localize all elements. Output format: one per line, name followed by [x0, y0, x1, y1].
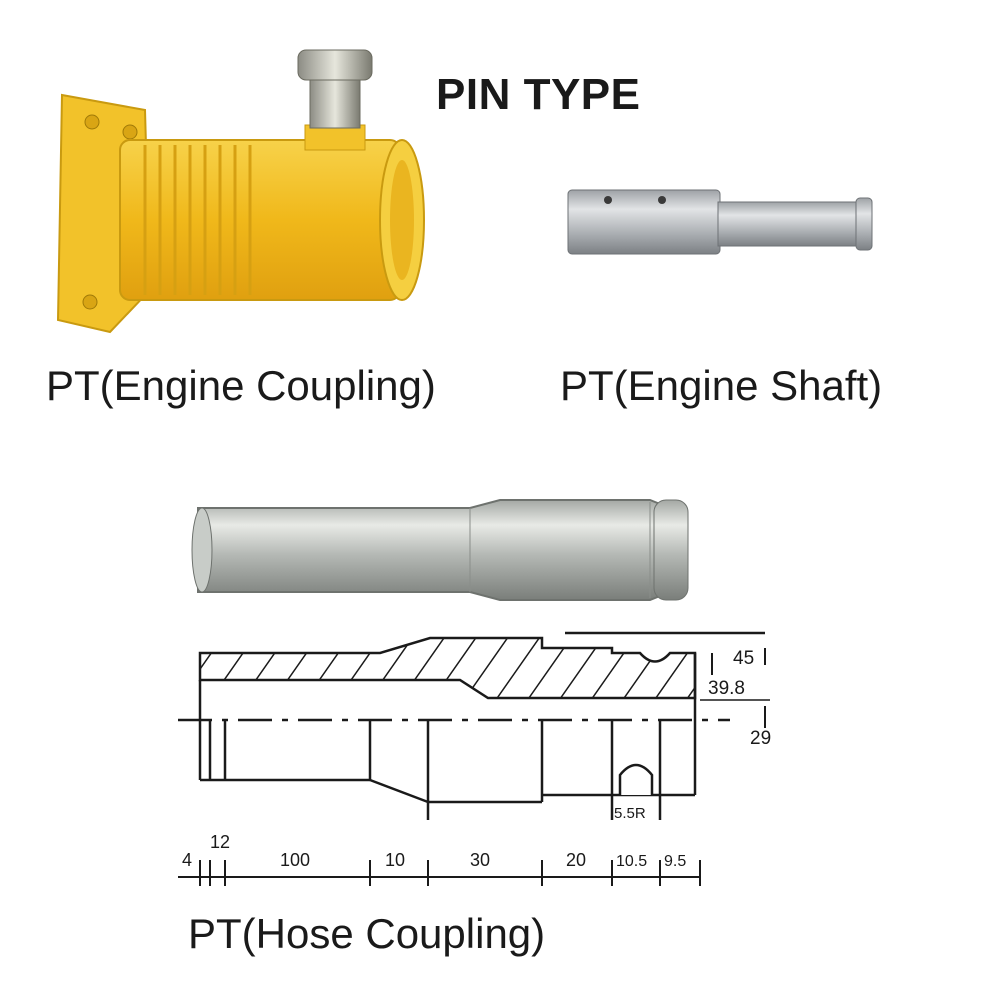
page-title: PIN TYPE: [436, 70, 641, 119]
dim-4: 4: [182, 850, 192, 870]
hose-coupling-image: [191, 499, 689, 601]
dim-12: 12: [210, 832, 230, 852]
engine-coupling-image: [56, 49, 425, 334]
engine-coupling-caption: PT(Engine Coupling): [46, 362, 436, 409]
dim-10-5: 10.5: [616, 853, 647, 870]
dim-9-5: 9.5: [664, 853, 686, 870]
hose-coupling-drawing: 45 39.8 29 5.5R 12 4 100 10 30 20 10.5 9…: [178, 631, 771, 886]
dim-29: 29: [750, 728, 771, 749]
dim-20: 20: [566, 850, 586, 870]
dim-45: 45: [733, 648, 754, 669]
dim-10: 10: [385, 850, 405, 870]
groove-radius-label: 5.5R: [614, 805, 646, 822]
engine-shaft-image: [567, 189, 873, 255]
dim-39-8: 39.8: [708, 678, 745, 699]
dim-100: 100: [280, 850, 310, 870]
dim-30: 30: [470, 850, 490, 870]
hose-coupling-caption: PT(Hose Coupling): [188, 910, 546, 957]
engine-shaft-caption: PT(Engine Shaft): [560, 362, 883, 409]
